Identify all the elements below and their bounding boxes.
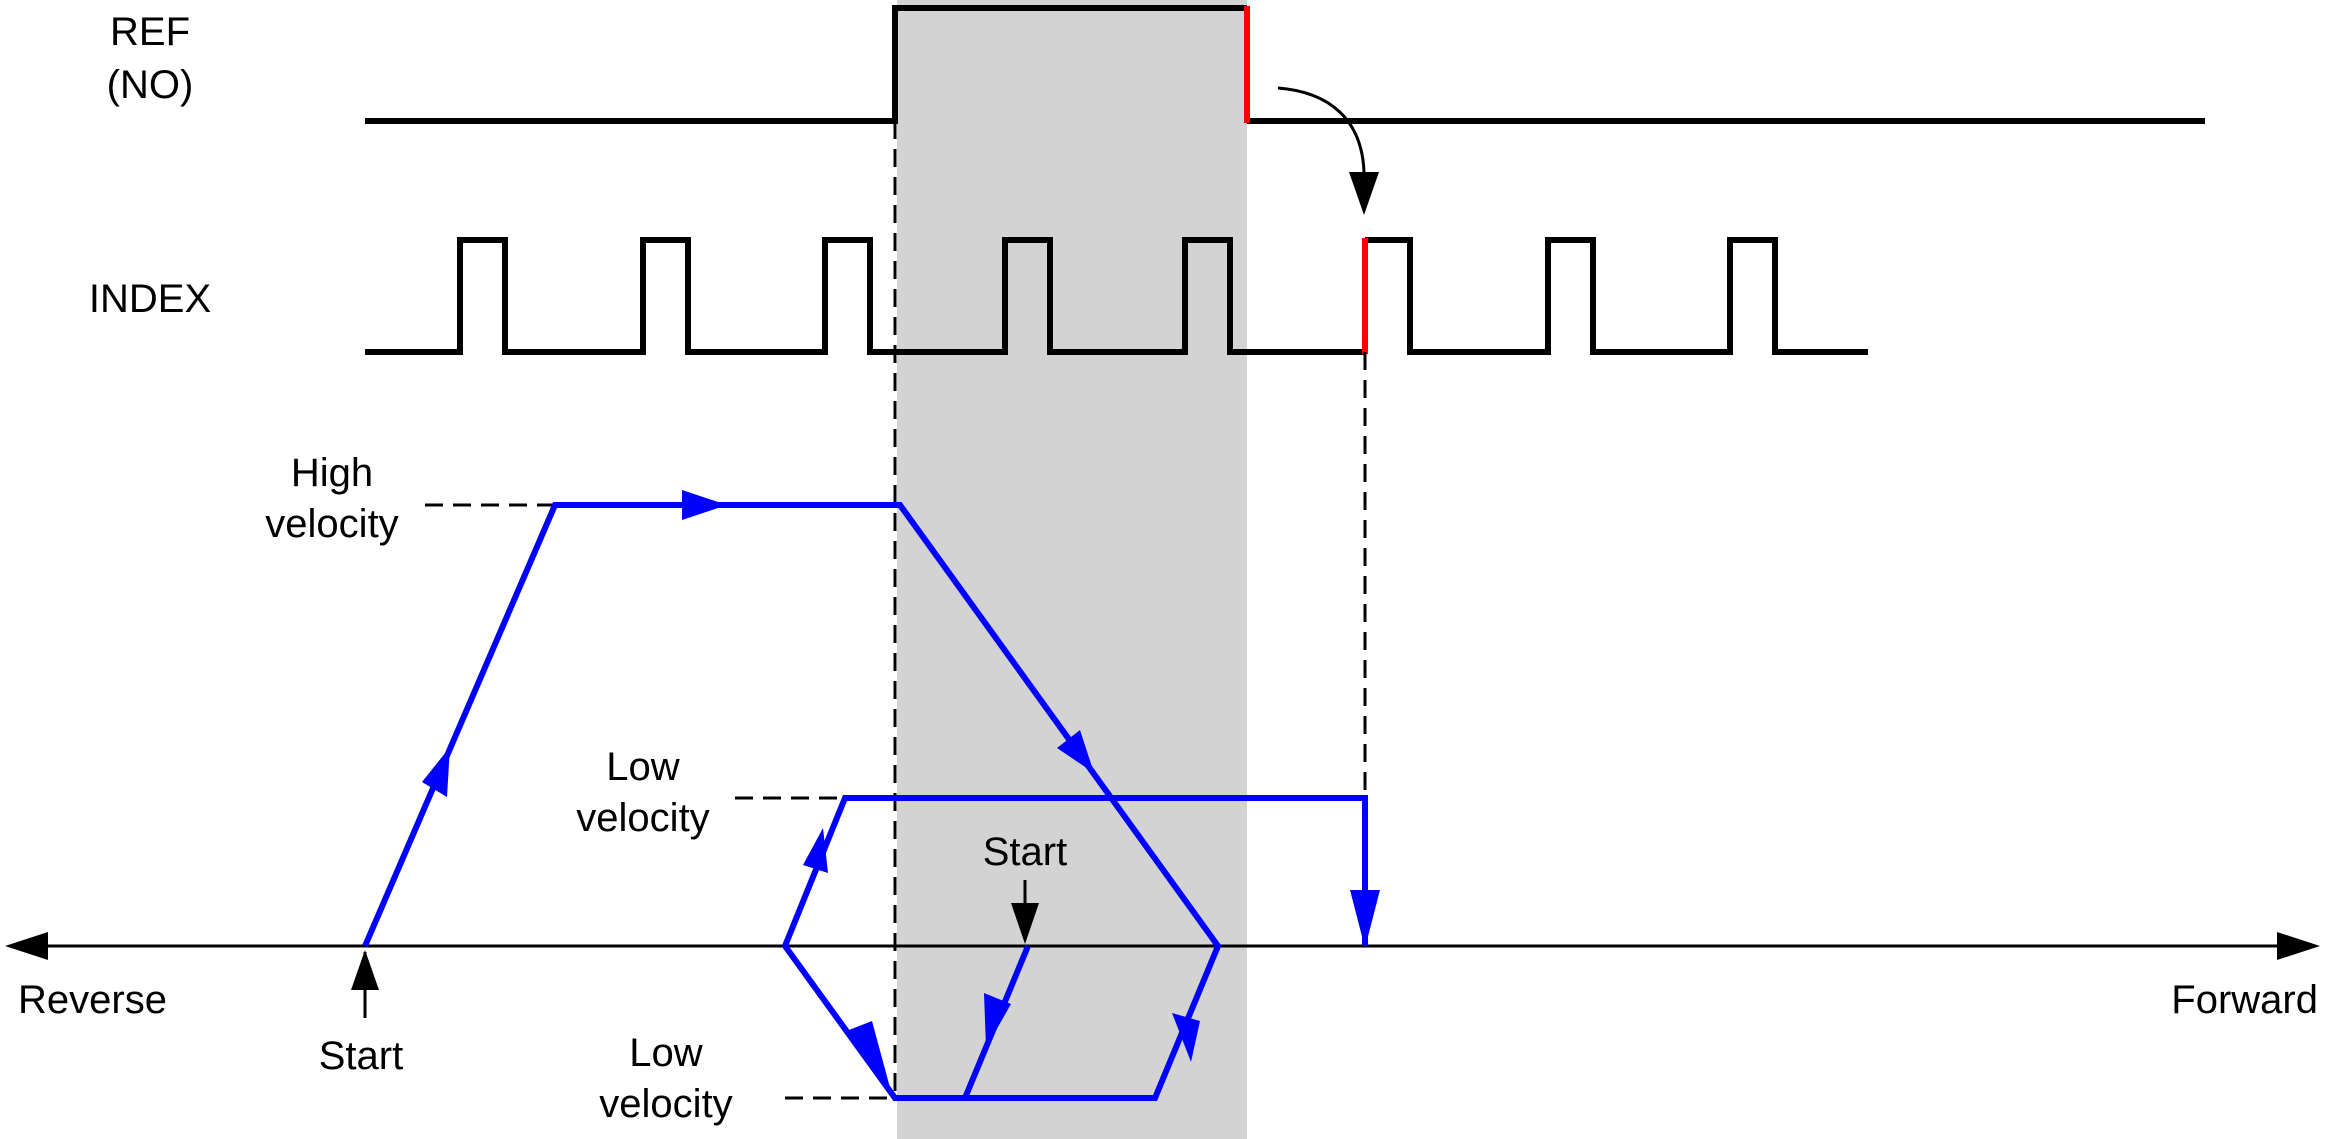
ref-label-line2: (NO) [107, 63, 194, 107]
reverse-arrowhead [5, 932, 48, 960]
start-middle-label: Start [983, 830, 1067, 874]
high-velocity-label-line1: High [291, 451, 373, 495]
reverse-label: Reverse [18, 978, 167, 1022]
ref-signal [365, 5, 1247, 124]
start-left-label: Start [319, 1034, 403, 1078]
low-velocity-lower-label-line2: velocity [599, 1082, 732, 1126]
high-velocity-label-line2: velocity [265, 502, 398, 546]
index-signal [365, 237, 1365, 355]
start-left-arrowhead [351, 950, 379, 990]
low-velocity-upper-label-line2: velocity [576, 796, 709, 840]
ref-to-index-arrowhead [1349, 172, 1379, 215]
forward-arrowhead [2277, 932, 2320, 960]
forward-label: Forward [2171, 978, 2318, 1022]
ref-label-line1: REF [110, 10, 190, 54]
index-label: INDEX [89, 277, 211, 321]
start-middle-arrowhead [1011, 903, 1039, 944]
index-signal-after [1365, 237, 1868, 355]
ref-active-region [897, 0, 1247, 1139]
low-velocity-lower-label-line1: Low [629, 1031, 702, 1075]
ref-to-index-arrow [1277, 86, 1366, 173]
velocity-arrowheads [422, 490, 1380, 1095]
low-velocity-upper-label-line1: Low [606, 745, 679, 789]
